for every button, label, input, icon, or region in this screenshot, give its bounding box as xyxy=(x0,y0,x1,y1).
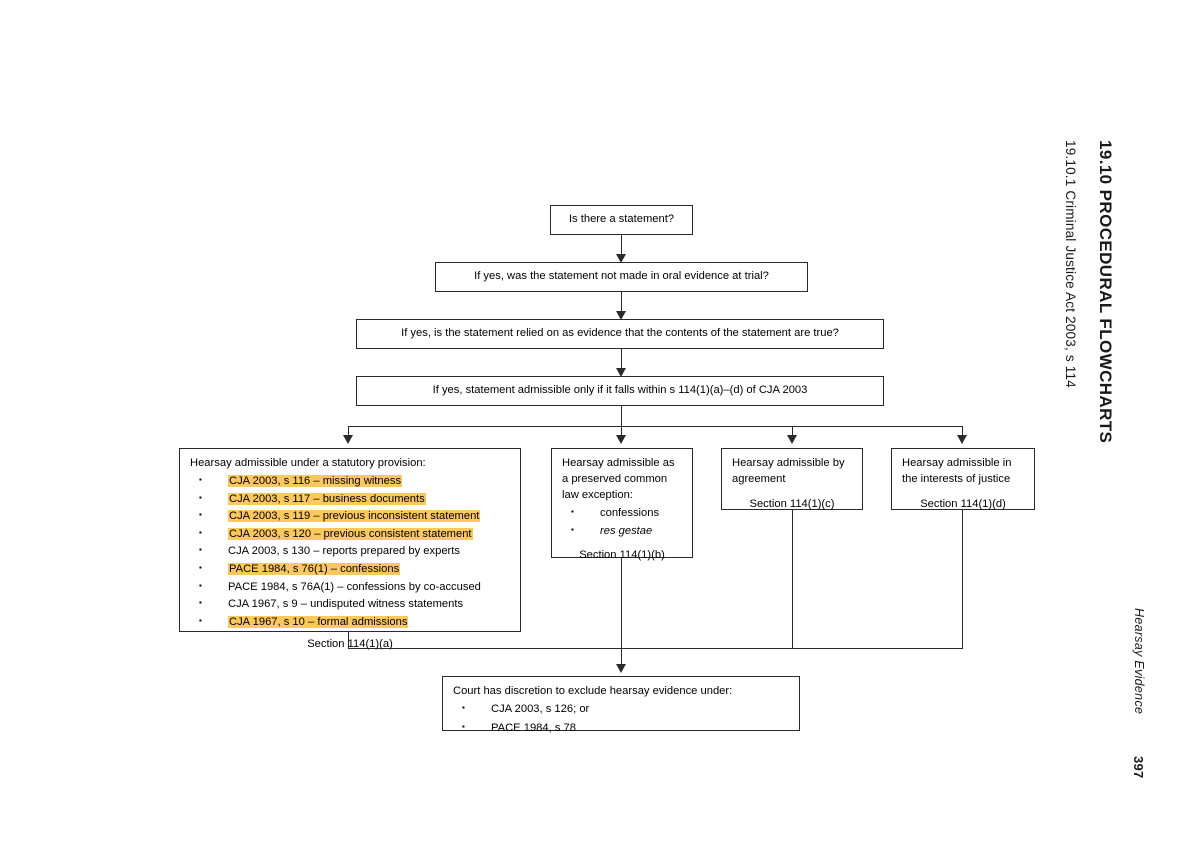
list-item: PACE 1984, s 76A(1) – confessions by co-… xyxy=(190,578,510,595)
arrowhead-bus-b4 xyxy=(957,435,967,444)
connector-b4-merge xyxy=(962,510,964,649)
list-item: CJA 1967, s 9 – undisputed witness state… xyxy=(190,595,510,612)
branch1-item-0: CJA 2003, s 116 – missing witness xyxy=(228,474,403,487)
end-item-1: PACE 1984, s 78 xyxy=(491,721,576,734)
list-item: confessions xyxy=(562,504,682,521)
flow-node-q3: If yes, is the statement relied on as ev… xyxy=(356,319,884,349)
branch1-item-2: CJA 2003, s 119 – previous inconsistent … xyxy=(228,510,481,523)
branch1-item-5: PACE 1984, s 76(1) – confessions xyxy=(228,563,401,576)
end-title: Court has discretion to exclude hearsay … xyxy=(453,685,733,697)
branch2-section: Section 114(1)(b) xyxy=(579,549,665,562)
branch1-title: Hearsay admissible under a statutory pro… xyxy=(190,457,426,469)
arrowhead-q1-q2 xyxy=(616,254,626,263)
list-item: PACE 1984, s 76(1) – confessions xyxy=(190,560,510,577)
branch1-item-7: CJA 1967, s 9 – undisputed witness state… xyxy=(228,598,464,611)
branch2-title: Hearsay admissible as a preserved common… xyxy=(562,457,675,501)
flow-node-q2: If yes, was the statement not made in or… xyxy=(435,262,808,292)
branch4-title: Hearsay admissible in the interests of j… xyxy=(902,457,1012,485)
list-item: CJA 2003, s 130 – reports prepared by ex… xyxy=(190,542,510,559)
list-item: res gestae xyxy=(562,522,682,539)
branch1-item-4: CJA 2003, s 130 – reports prepared by ex… xyxy=(228,545,460,558)
connector-bus-b2 xyxy=(621,426,623,438)
connector-bus-b1 xyxy=(348,426,350,438)
branch3-section: Section 114(1)(c) xyxy=(749,497,835,510)
chapter-heading: 19.10 PROCEDURAL FLOWCHARTS xyxy=(1096,140,1115,444)
branch2-list: confessions res gestae xyxy=(562,504,682,540)
arrowhead-bus-b2 xyxy=(616,435,626,444)
running-head: Hearsay Evidence xyxy=(1132,608,1146,715)
branch2-item-1: res gestae xyxy=(600,525,653,538)
end-list: CJA 2003, s 126; or PACE 1984, s 78 xyxy=(453,700,789,736)
branch1-item-6: PACE 1984, s 76A(1) – confessions by co-… xyxy=(228,580,481,593)
connector-bus-b4 xyxy=(962,426,964,438)
arrowhead-bus-b3 xyxy=(787,435,797,444)
branch3-title: Hearsay admissible by agreement xyxy=(732,457,845,485)
arrowhead-merge-end xyxy=(616,664,626,673)
list-item: CJA 2003, s 119 – previous inconsistent … xyxy=(190,507,510,524)
branch1-list: CJA 2003, s 116 – missing witness CJA 20… xyxy=(190,472,510,630)
branch2-item-0: confessions xyxy=(600,506,660,519)
flow-node-q1: Is there a statement? xyxy=(550,205,693,235)
flow-node-branch1: Hearsay admissible under a statutory pro… xyxy=(179,448,521,650)
branch1-section: Section 114(1)(a) xyxy=(307,638,393,651)
connector-q3-q4 xyxy=(621,349,623,372)
flow-node-q2-label: If yes, was the statement not made in or… xyxy=(474,270,769,283)
branch1-item-8: CJA 1967, s 10 – formal admissions xyxy=(228,615,409,628)
connector-q4-bus xyxy=(621,406,623,427)
list-item: CJA 2003, s 117 – business documents xyxy=(190,490,510,507)
branch4-section: Section 114(1)(d) xyxy=(920,497,1006,510)
connector-merge-bus xyxy=(348,648,963,650)
flow-node-q4: If yes, statement admissible only if it … xyxy=(356,376,884,406)
list-item: CJA 2003, s 126; or xyxy=(453,700,789,717)
connector-merge-end xyxy=(621,648,623,667)
connector-b3-merge xyxy=(792,510,794,649)
list-item: CJA 2003, s 116 – missing witness xyxy=(190,472,510,489)
flow-node-branch4: Hearsay admissible in the interests of j… xyxy=(891,448,1035,510)
list-item: CJA 1967, s 10 – formal admissions xyxy=(190,613,510,630)
flow-node-q4-label: If yes, statement admissible only if it … xyxy=(432,384,808,397)
flow-node-end: Court has discretion to exclude hearsay … xyxy=(442,676,800,734)
arrowhead-bus-b1 xyxy=(343,435,353,444)
connector-split-bus xyxy=(348,426,963,428)
connector-b2-merge xyxy=(621,558,623,649)
end-item-0: CJA 2003, s 126; or xyxy=(491,702,590,715)
branch1-item-3: CJA 2003, s 120 – previous consistent st… xyxy=(228,527,473,540)
flow-node-branch2: Hearsay admissible as a preserved common… xyxy=(551,448,693,561)
connector-b1-merge xyxy=(348,632,350,649)
arrowhead-q2-q3 xyxy=(616,311,626,320)
list-item: PACE 1984, s 78 xyxy=(453,719,789,736)
page-number: 397 xyxy=(1131,756,1146,779)
branch1-item-1: CJA 2003, s 117 – business documents xyxy=(228,492,426,505)
flow-node-q3-label: If yes, is the statement relied on as ev… xyxy=(401,327,839,340)
flow-node-q1-label: Is there a statement? xyxy=(568,213,675,226)
arrowhead-q3-q4 xyxy=(616,368,626,377)
flow-node-branch3: Hearsay admissible by agreement Section … xyxy=(721,448,863,510)
section-heading: 19.10.1 Criminal Justice Act 2003, s 114 xyxy=(1063,140,1078,388)
connector-q1-q2 xyxy=(621,235,623,258)
connector-q2-q3 xyxy=(621,292,623,315)
list-item: CJA 2003, s 120 – previous consistent st… xyxy=(190,525,510,542)
connector-bus-b3 xyxy=(792,426,794,438)
